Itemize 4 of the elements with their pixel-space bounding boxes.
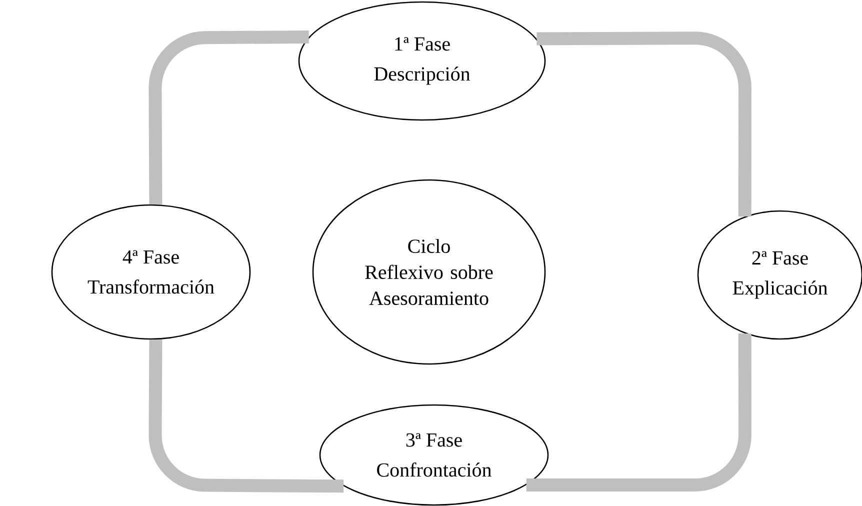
ring-segment [536, 32, 752, 216]
ring-segment [148, 30, 309, 204]
ring-segment [526, 334, 752, 492]
ring-segment [148, 340, 344, 493]
